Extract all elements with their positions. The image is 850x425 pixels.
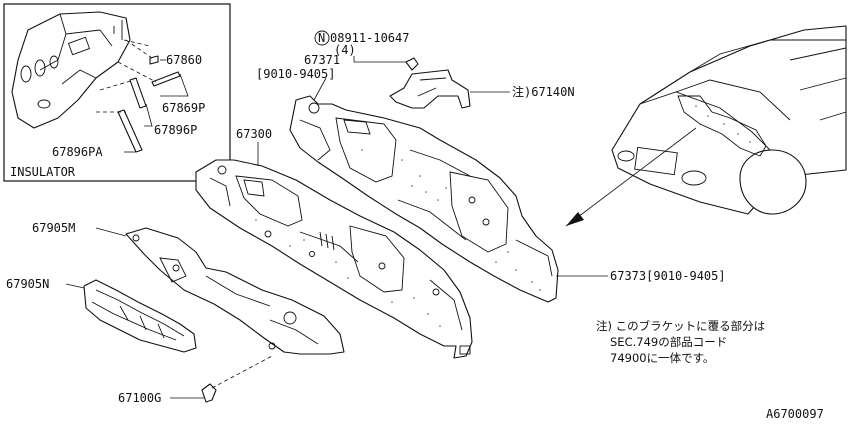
insulator-inset: 67860 67869P 67896P 67896PA INSULATOR <box>3 3 231 182</box>
callout-08911-10647: 08911-10647 <box>330 31 409 45</box>
note-line-2: SEC.749の部品コード <box>610 335 727 349</box>
callout-67100g: 67100G <box>118 391 161 405</box>
japanese-note: 注) このブラケットに覆る部分は SEC.749の部品コード 74900に一体で… <box>596 319 765 365</box>
note-line-3: 74900に一体です。 <box>610 351 714 365</box>
callout-67869p: 67869P <box>162 101 205 115</box>
callout-67905n: 67905N <box>6 277 49 291</box>
insulator-67905m: 67905M <box>32 221 345 355</box>
callout-67905m: 67905M <box>32 221 75 235</box>
insulator-67905n: 67905N <box>6 277 197 353</box>
callout-67140n: 注)67140N <box>512 84 575 99</box>
dash-insulator-67300: 67300 <box>195 127 473 359</box>
bracket-67140n: 注)67140N <box>389 69 575 109</box>
callout-67371-range: [9010-9405] <box>256 67 335 81</box>
callout-nut-qty: (4) <box>334 43 356 57</box>
callout-67373: 67373[9010-9405] <box>610 269 726 283</box>
callout-67300: 67300 <box>236 127 272 141</box>
diagram-id: A6700097 <box>766 407 824 421</box>
callout-67896pa: 67896PA <box>52 145 103 159</box>
nut-symbol: N <box>318 31 325 45</box>
car-illustration <box>565 25 847 227</box>
upper-insulator: 67371 [9010-9405] 67373[9010-9405] <box>256 53 726 303</box>
note-line-1: 注) このブラケットに覆る部分は <box>596 319 765 333</box>
callout-67371: 67371 <box>304 53 340 67</box>
inset-caption: INSULATOR <box>10 165 76 179</box>
callout-67896p: 67896P <box>154 123 197 137</box>
callout-67860: 67860 <box>166 53 202 67</box>
clip-67100g: 67100G <box>118 355 273 405</box>
nut-callout: N 08911-10647 (4) <box>314 30 419 71</box>
